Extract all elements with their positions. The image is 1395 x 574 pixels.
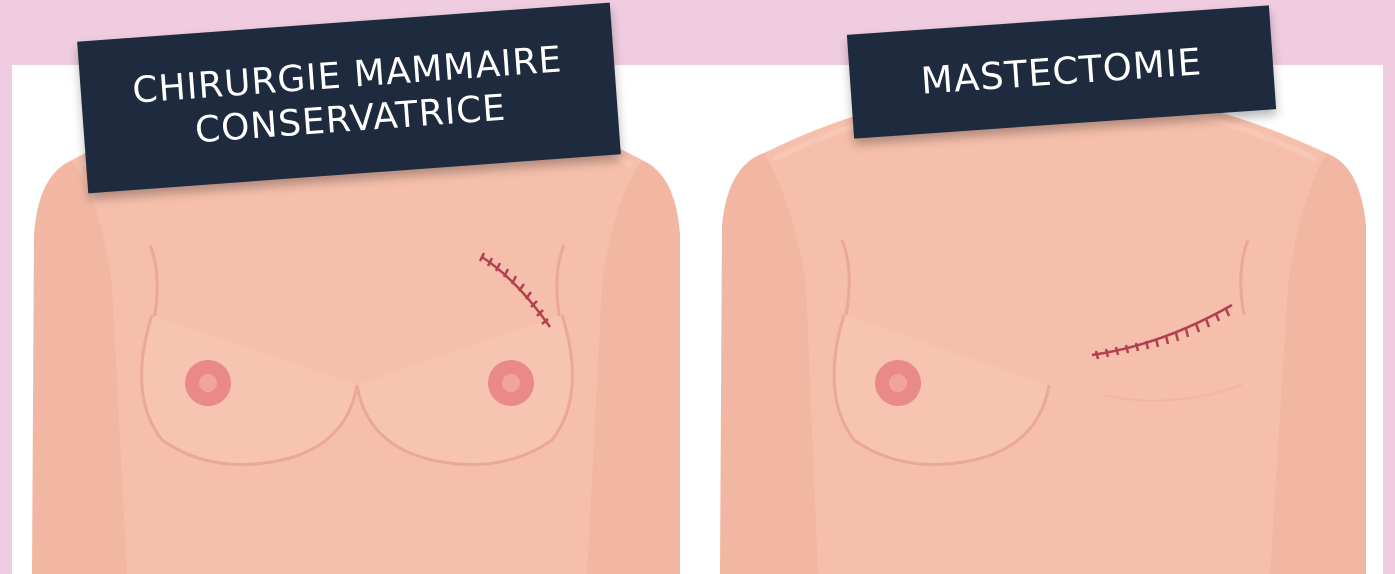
- torso-mastectomy-illustration: [702, 65, 1383, 574]
- label-line-1: MASTECTOMIE: [920, 40, 1204, 104]
